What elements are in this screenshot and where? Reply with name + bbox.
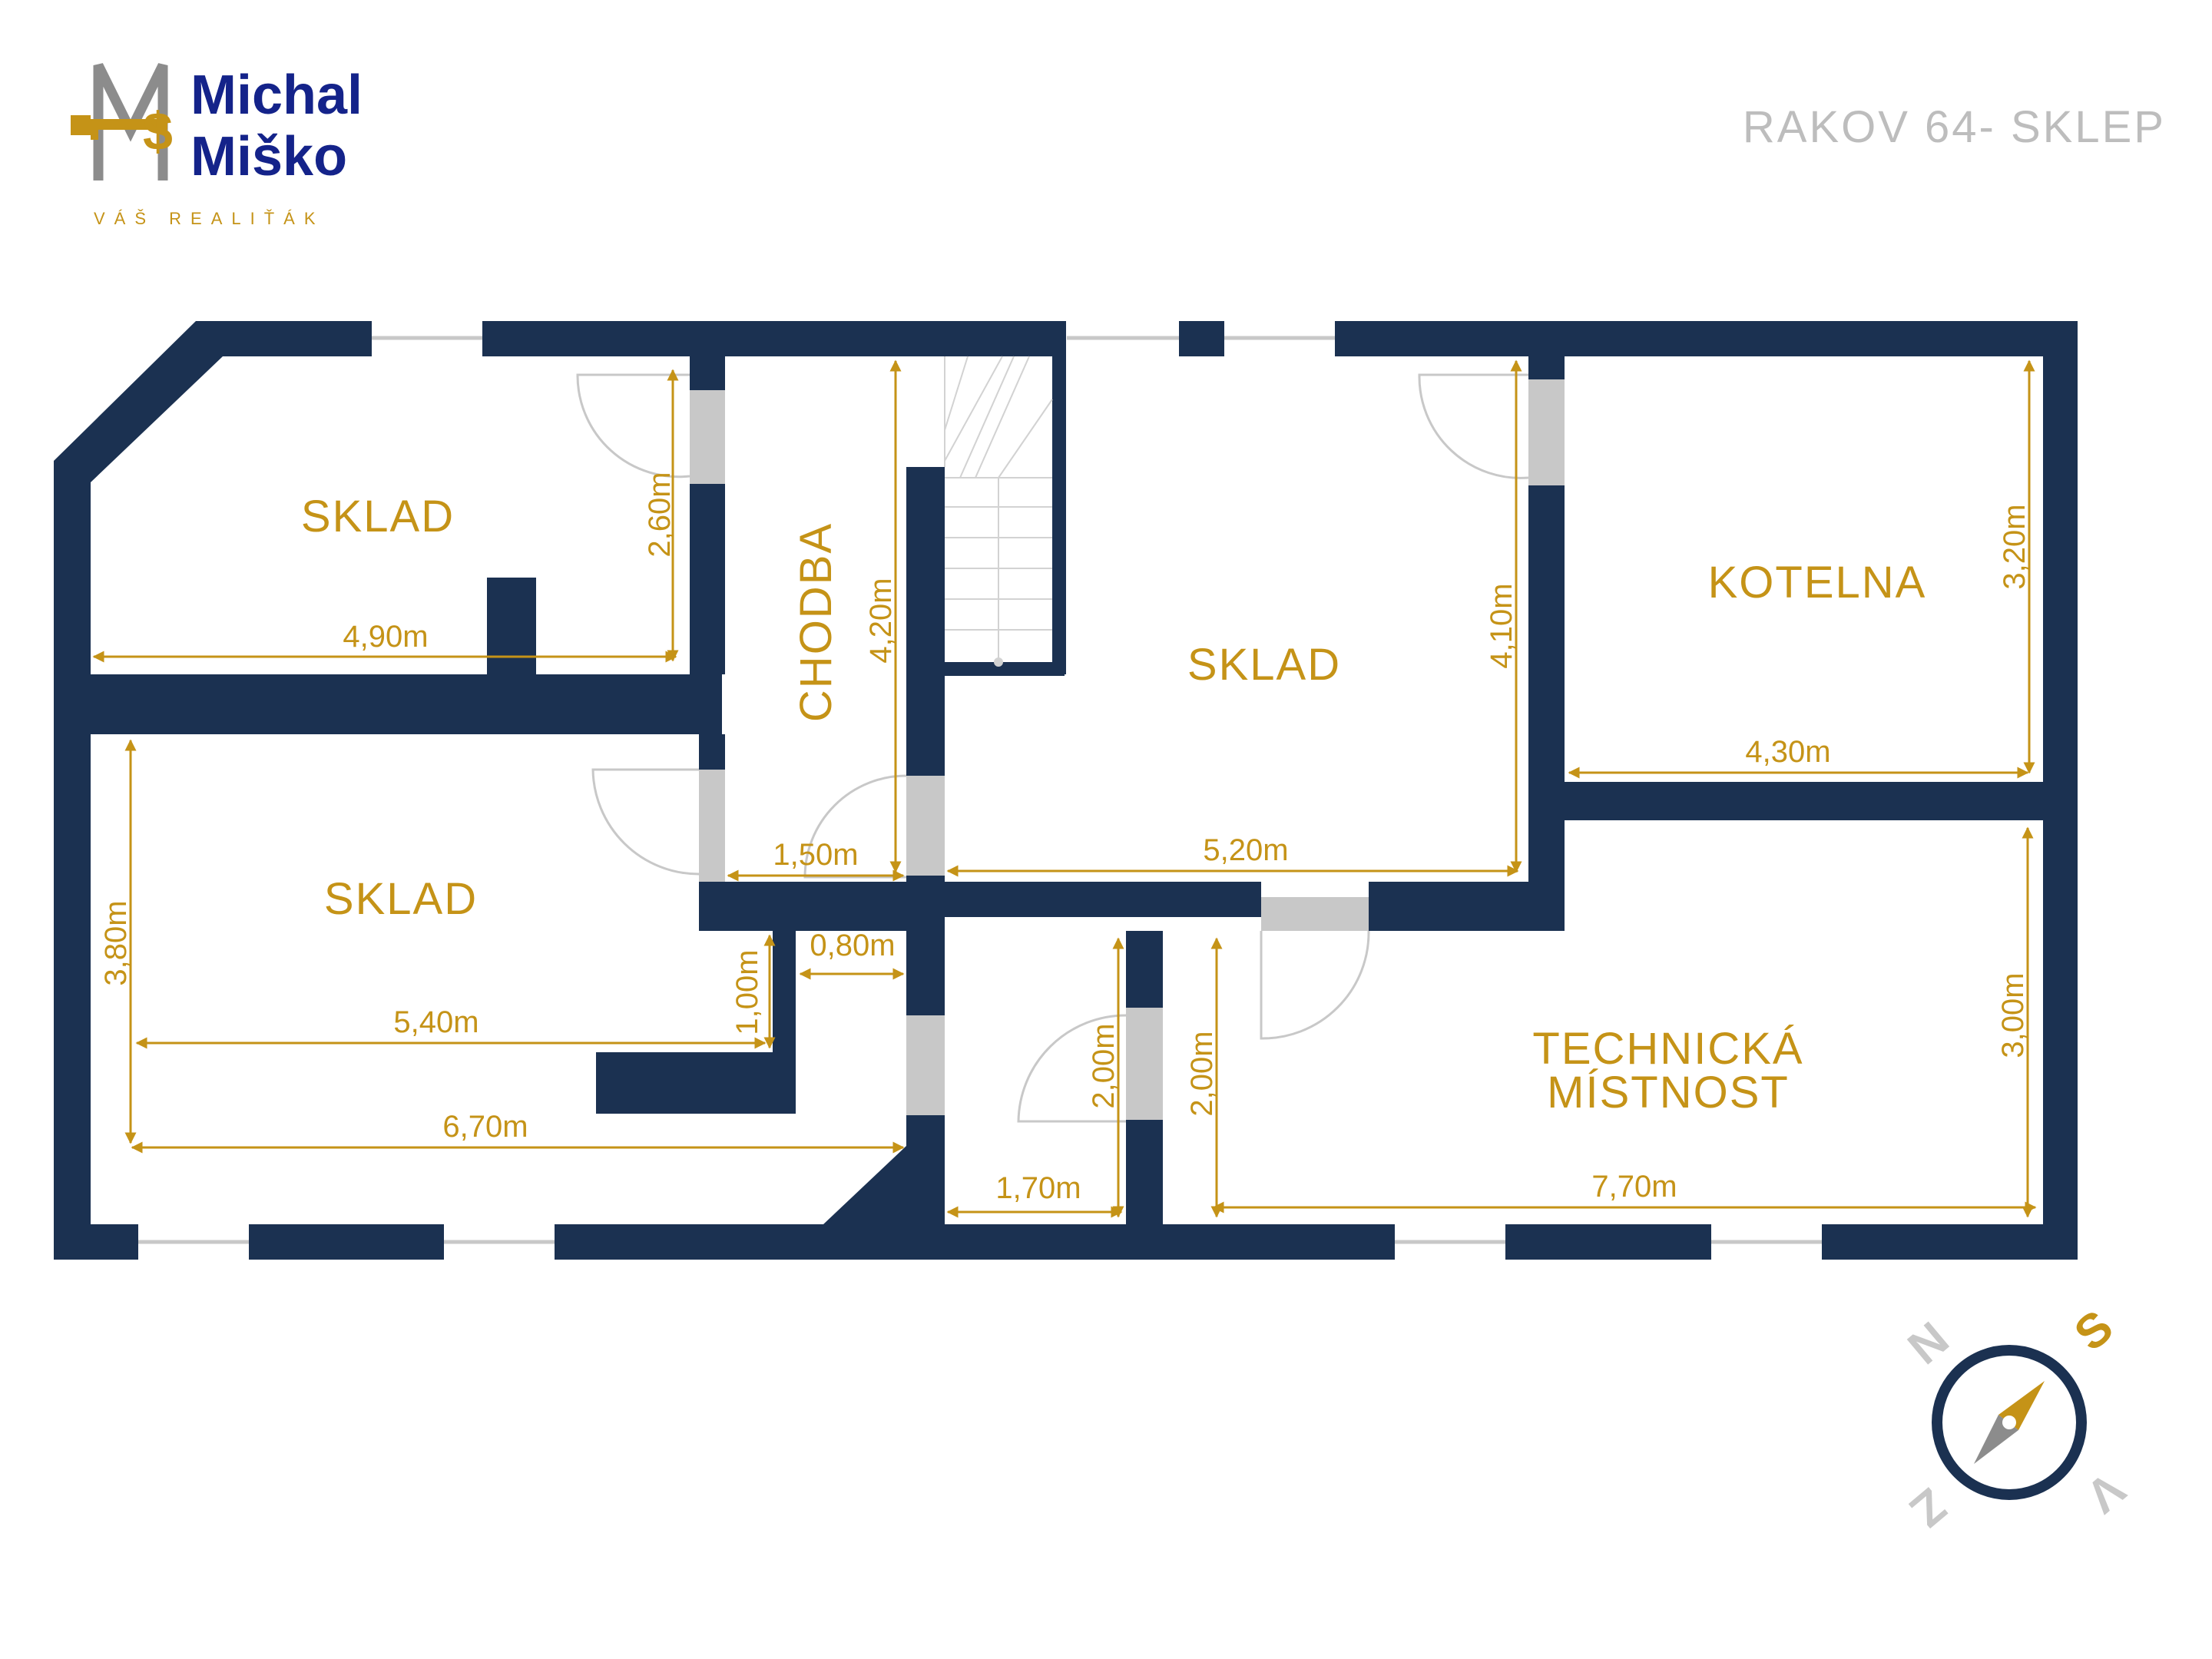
wall: [773, 931, 796, 1060]
wall: [1126, 931, 1163, 1008]
room-labels: SKLAD CHODBA SKLAD KOTELNA SKLAD TECHNIC…: [301, 492, 1927, 1118]
wall: [906, 931, 945, 1015]
wall: [906, 662, 1065, 676]
staircase: [944, 356, 1053, 667]
compass-letter-west: Z: [1900, 1478, 1956, 1537]
wall: [2043, 321, 2078, 1260]
door-opening: [906, 1015, 945, 1115]
wall: [1565, 782, 2043, 820]
walls: [54, 321, 2078, 1260]
door-opening: [699, 770, 725, 882]
dim-label-2-00a: 2,00m: [1087, 1023, 1121, 1108]
compass-letter-south: S: [2065, 1300, 2123, 1361]
wall: [482, 321, 1066, 356]
wall: [699, 734, 725, 770]
room-label-technicka-line1: TECHNICKÁ: [1532, 1024, 1803, 1074]
door-opening: [1528, 379, 1565, 485]
room-label-technicka-line2: MÍSTNOST: [1547, 1068, 1790, 1118]
compass-ring-icon: [1932, 1345, 2087, 1500]
dim-label-5-20: 5,20m: [1203, 833, 1288, 867]
dim-label-6-70: 6,70m: [442, 1110, 528, 1144]
room-label-sklad-left: SKLAD: [324, 874, 478, 924]
wall: [1505, 1224, 1711, 1260]
dimension-lines: [92, 359, 2037, 1218]
door-swings: [576, 373, 1529, 1123]
wall: [555, 1224, 1395, 1260]
wall: [1126, 1120, 1163, 1224]
door-opening: [1261, 897, 1369, 931]
door-swing: [1418, 373, 1529, 479]
brand-logo: $ Michal Miško VÁŠ REALIŤÁK: [71, 63, 363, 228]
compass: S N Z V: [1899, 1300, 2134, 1537]
compass-center-icon: [2002, 1416, 2016, 1429]
room-label-sklad-top-left: SKLAD: [301, 492, 455, 541]
dim-label-3-00: 3,00m: [1996, 972, 2030, 1058]
wall: [1335, 321, 2078, 356]
wall: [54, 1224, 138, 1260]
windows: [138, 336, 1822, 1244]
dim-label-3-20: 3,20m: [1998, 504, 2032, 589]
dim-label-1-70: 1,70m: [995, 1171, 1081, 1205]
compass-letter-east: V: [2076, 1462, 2134, 1522]
door-swing: [1017, 1014, 1127, 1123]
door-opening: [690, 390, 725, 484]
wall: [1528, 356, 1565, 379]
wall: [54, 461, 91, 1260]
brand-tagline: VÁŠ REALIŤÁK: [94, 209, 325, 228]
wall: [249, 1224, 444, 1260]
door-swing: [576, 373, 690, 478]
door-openings: [690, 379, 1565, 1120]
wall: [596, 1052, 796, 1114]
svg-text:$: $: [143, 101, 173, 161]
wall: [1822, 1224, 2078, 1260]
dim-label-4-90: 4,90m: [343, 620, 428, 654]
wall: [91, 674, 722, 734]
wall: [487, 578, 536, 674]
dim-label-1-50: 1,50m: [773, 838, 858, 872]
dimension-labels: 2,60m 4,90m 4,20m 4,10m 3,20m 4,30m 1,50…: [99, 472, 2032, 1205]
wall: [1528, 485, 1565, 931]
wall: [906, 467, 945, 776]
monogram-icon: $: [71, 63, 173, 180]
dim-label-1-00: 1,00m: [730, 949, 764, 1035]
plan-title: RAKOV 64- SKLEP: [1743, 102, 2166, 152]
dim-label-0-80: 0,80m: [810, 929, 895, 962]
door-swing: [1260, 930, 1370, 1040]
dim-label-2-00b: 2,00m: [1185, 1031, 1219, 1116]
dim-label-4-10: 4,10m: [1485, 583, 1518, 668]
dim-label-4-30: 4,30m: [1745, 735, 1830, 769]
dim-label-4-20: 4,20m: [864, 578, 898, 663]
wall: [690, 484, 725, 674]
brand-name-line2: Miško: [190, 126, 347, 187]
door-opening: [906, 776, 945, 876]
wall: [204, 321, 372, 356]
wall: [54, 321, 223, 482]
dim-label-2-60: 2,60m: [643, 472, 677, 557]
dim-label-5-40: 5,40m: [393, 1005, 478, 1039]
door-opening: [1126, 1008, 1163, 1120]
compass-letter-north: N: [1899, 1312, 1959, 1375]
door-swing: [803, 774, 907, 879]
dim-label-3-80: 3,80m: [99, 900, 133, 985]
dim-label-7-70: 7,70m: [1591, 1170, 1677, 1204]
wall: [1052, 356, 1066, 674]
brand-name-line1: Michal: [190, 65, 363, 126]
door-swing: [591, 768, 700, 876]
wall: [699, 897, 945, 931]
wall: [690, 356, 725, 390]
room-label-kotelna: KOTELNA: [1708, 558, 1927, 608]
wall: [906, 876, 945, 916]
room-label-sklad-center: SKLAD: [1187, 640, 1341, 690]
room-label-chodba: CHODBA: [791, 522, 841, 722]
wall: [1179, 321, 1224, 356]
wall: [823, 1146, 945, 1224]
